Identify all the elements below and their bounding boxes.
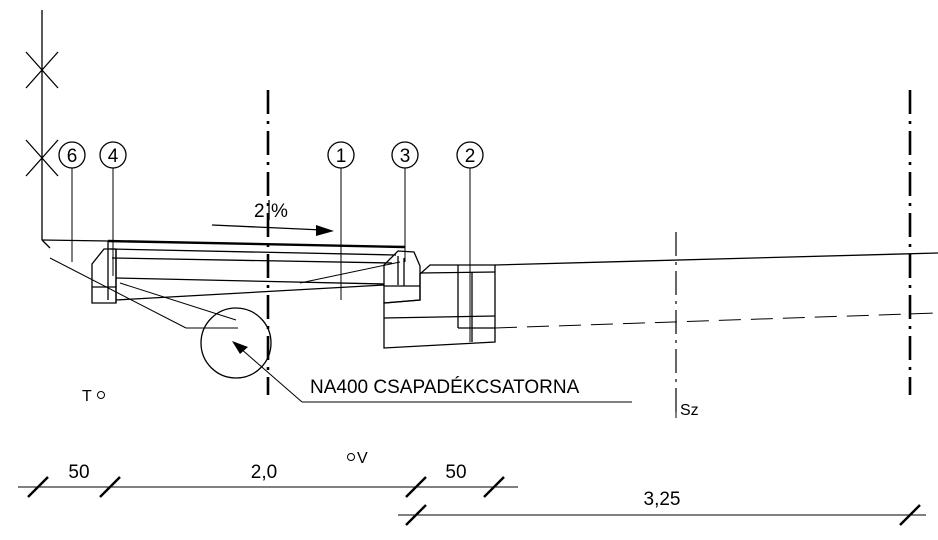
drain-arrow-head-icon <box>232 341 248 354</box>
callout-2: 2 <box>456 141 484 342</box>
dimension-1-label: 50 <box>68 462 89 483</box>
point-sz-label: Sz <box>680 402 699 419</box>
callout-1: 1 <box>327 141 355 300</box>
callout-6: 6 <box>58 141 86 262</box>
dimension-4-label: 3,25 <box>644 489 681 510</box>
point-v-marker-icon <box>347 453 355 461</box>
point-v-label: V <box>357 450 368 467</box>
callout-3: 3 <box>391 141 419 262</box>
road-surface-line <box>494 252 938 266</box>
callout-3-label: 3 <box>400 146 411 167</box>
road-subgrade-line <box>494 312 938 329</box>
callout-2-label: 2 <box>465 146 476 167</box>
callout-6-label: 6 <box>67 146 78 167</box>
drain-pipe-icon <box>200 307 272 379</box>
dimension-3-label: 50 <box>445 462 466 483</box>
deck-structure <box>41 239 496 349</box>
dimension-row-2: 3,25 <box>398 489 926 526</box>
drain-leader-diagonal <box>49 257 187 329</box>
callout-1-label: 1 <box>336 146 347 167</box>
point-t-label: T <box>82 388 92 405</box>
point-t-marker-icon <box>97 391 105 399</box>
slope-arrow-head-icon <box>316 225 334 236</box>
drain-arrow-line <box>239 347 303 403</box>
slope-arrow-line <box>211 224 323 231</box>
callout-4-label: 4 <box>108 146 119 167</box>
dimension-row-1: 50 2,0 50 <box>18 462 518 498</box>
callout-4: 4 <box>99 141 127 276</box>
dimension-2-label: 2,0 <box>251 462 277 483</box>
drain-label: NA400 CSAPADÉKCSATORNA <box>310 377 580 398</box>
slope-value: 2 <box>254 201 265 222</box>
left-reference-line <box>25 10 59 249</box>
slope-unit: % <box>271 201 288 222</box>
